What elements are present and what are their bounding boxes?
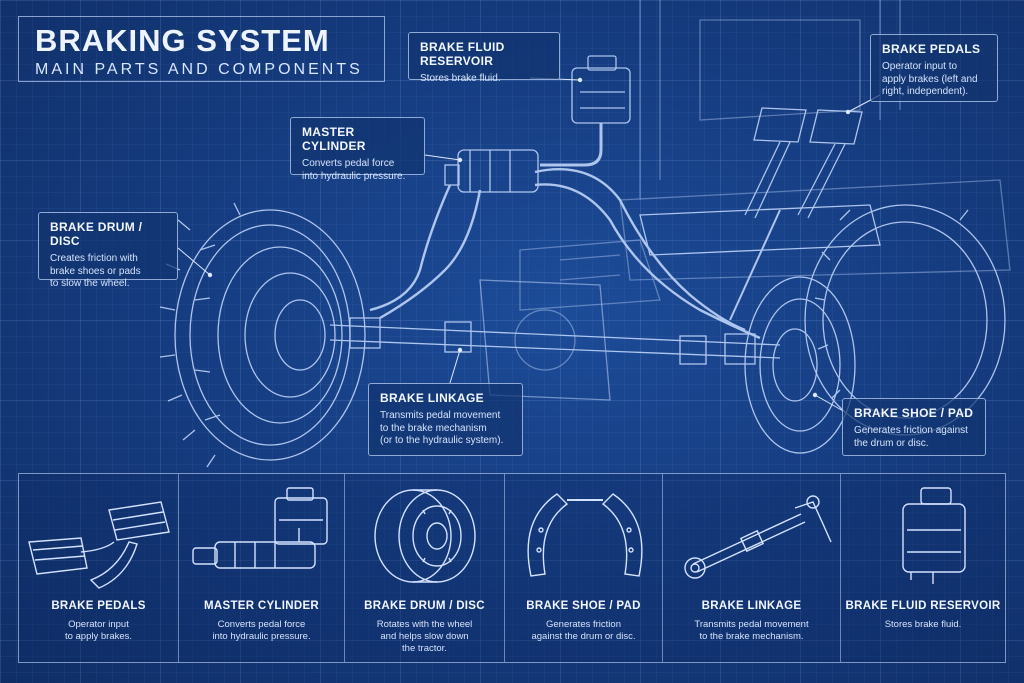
callout-brake-shoe-pad: BRAKE SHOE / PAD Generates friction agai…	[842, 398, 986, 456]
panel-brake-drum-disc: BRAKE DRUM / DISC Rotates with the wheel…	[345, 474, 505, 662]
callout-title: BRAKE SHOE / PAD	[854, 406, 974, 420]
callout-brake-linkage: BRAKE LINKAGE Transmits pedal movement t…	[368, 383, 523, 456]
panel-title: BRAKE SHOE / PAD	[526, 600, 641, 612]
panel-title: BRAKE LINKAGE	[701, 600, 802, 612]
callout-brake-pedals: BRAKE PEDALS Operator input to apply bra…	[870, 34, 998, 102]
master-cylinder-icon	[192, 487, 328, 569]
master-cylinder-drawing	[444, 149, 539, 193]
callout-brake-fluid-reservoir: BRAKE FLUID RESERVOIR Stores brake fluid…	[408, 32, 560, 84]
fluid-reservoir-icon	[902, 487, 966, 584]
page-title: BRAKING SYSTEM	[35, 23, 330, 58]
brake-shoe-icon	[527, 493, 643, 577]
panel-title: BRAKE PEDALS	[51, 600, 146, 612]
panel-description: Operator input to apply brakes.	[64, 619, 133, 642]
page-subtitle: MAIN PARTS AND COMPONENTS	[35, 61, 363, 78]
panel-brake-pedals: BRAKE PEDALS Operator input to apply bra…	[19, 474, 179, 662]
panel-description: Stores brake fluid.	[884, 619, 962, 630]
callout-description: Converts pedal force into hydraulic pres…	[302, 158, 406, 182]
hydraulic-lines-drawing	[369, 168, 761, 340]
panel-brake-shoe-pad: BRAKE SHOE / PAD Generates friction agai…	[505, 474, 663, 662]
title-block: BRAKING SYSTEM MAIN PARTS AND COMPONENTS	[18, 16, 385, 82]
panel-master-cylinder: MASTER CYLINDER Converts pedal force int…	[179, 474, 345, 662]
panel-title: BRAKE DRUM / DISC	[364, 600, 485, 612]
callout-master-cylinder: MASTER CYLINDER Converts pedal force int…	[290, 117, 425, 182]
axle-drawing	[329, 279, 781, 401]
panel-description: Converts pedal force into hydraulic pres…	[212, 619, 311, 642]
tractor-cab-outline	[519, 0, 1011, 311]
panel-title: BRAKE FLUID RESERVOIR	[845, 600, 1001, 612]
callout-title: BRAKE DRUM / DISC	[50, 220, 143, 248]
callout-description: Transmits pedal movement to the brake me…	[380, 410, 504, 446]
callout-description: Generates friction against the drum or d…	[854, 425, 968, 449]
callout-title: BRAKE PEDALS	[882, 42, 981, 56]
reservoir-drawing	[540, 55, 631, 167]
panel-description: Generates friction against the drum or d…	[531, 619, 636, 642]
panel-brake-fluid-reservoir: BRAKE FLUID RESERVOIR Stores brake fluid…	[841, 474, 1005, 662]
left-wheel-drawing	[159, 202, 366, 468]
panel-title: MASTER CYLINDER	[203, 600, 320, 612]
component-panels: BRAKE PEDALS Operator input to apply bra…	[18, 473, 1006, 663]
callout-description: Operator input to apply brakes (left and…	[882, 61, 978, 97]
panel-brake-linkage: BRAKE LINKAGE Transmits pedal movement t…	[663, 474, 841, 662]
brake-linkage-icon	[684, 495, 832, 579]
callout-title: BRAKE FLUID RESERVOIR	[420, 40, 505, 68]
callout-title: BRAKE LINKAGE	[380, 391, 484, 405]
pedals-drawing	[639, 107, 881, 321]
panel-description: Transmits pedal movement to the brake me…	[694, 619, 809, 642]
callout-description: Creates friction with brake shoes or pad…	[50, 253, 141, 289]
panel-description: Rotates with the wheel and helps slow do…	[376, 619, 473, 654]
callout-title: MASTER CYLINDER	[302, 125, 366, 153]
callout-description: Stores brake fluid.	[420, 73, 501, 84]
brake-drum-icon	[374, 489, 476, 583]
callout-brake-drum-disc: BRAKE DRUM / DISC Creates friction with …	[38, 212, 178, 289]
brake-pedals-icon	[28, 501, 170, 589]
